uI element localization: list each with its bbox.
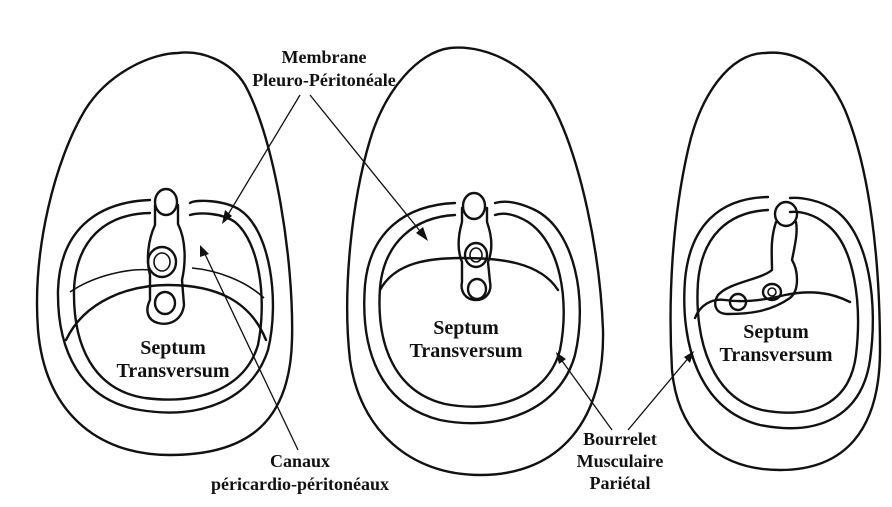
label-septum-3-line1: Septum: [743, 321, 809, 343]
pleural-cavity-inner: [379, 214, 563, 407]
dorsal-vessel: [463, 193, 485, 219]
label-septum-3-line2: Transversum: [720, 344, 833, 366]
label-septum-2-line2: Transversum: [410, 340, 523, 362]
annotation-arrows: [200, 95, 694, 450]
dorsal-vessel: [155, 189, 177, 215]
label-septum-1-line2: Transversum: [117, 360, 230, 382]
label-septum-2-line1: Septum: [433, 317, 499, 339]
label-bourrelet-line2: Musculaire: [577, 451, 664, 471]
pleural-cavity-outer: [364, 202, 580, 424]
gut-inner: [470, 248, 482, 262]
label-membrane-line1: Membrane: [282, 47, 367, 67]
stage-1-diagram: [37, 52, 292, 455]
vitelline-vessel: [155, 292, 175, 314]
pleural-cavity-inner: [697, 210, 858, 413]
gut-right-inner: [768, 288, 776, 296]
stage-2-diagram: [347, 48, 603, 475]
label-septum-1-line1: Septum: [140, 337, 206, 359]
labels: Membrane Pleuro-Péritonéale Septum Trans…: [117, 47, 833, 494]
label-bourrelet-line3: Pariétal: [590, 473, 651, 493]
membrane-right: [192, 268, 264, 298]
vitelline-vessel: [468, 279, 486, 299]
label-bourrelet-line1: Bourrelet: [583, 429, 657, 449]
label-membrane-line2: Pleuro-Péritonéale: [252, 70, 396, 90]
label-canaux-line1: Canaux: [270, 451, 330, 471]
label-canaux-line2: péricardio-péritonéaux: [211, 474, 389, 494]
gut-inner: [154, 253, 170, 271]
mesentery: [147, 205, 184, 324]
dorsal-vessel: [775, 202, 797, 226]
gut-outer: [465, 243, 487, 267]
pleural-cavity-outer: [684, 197, 873, 428]
stage-3-diagram: [671, 53, 880, 470]
gut-outer: [148, 247, 176, 277]
